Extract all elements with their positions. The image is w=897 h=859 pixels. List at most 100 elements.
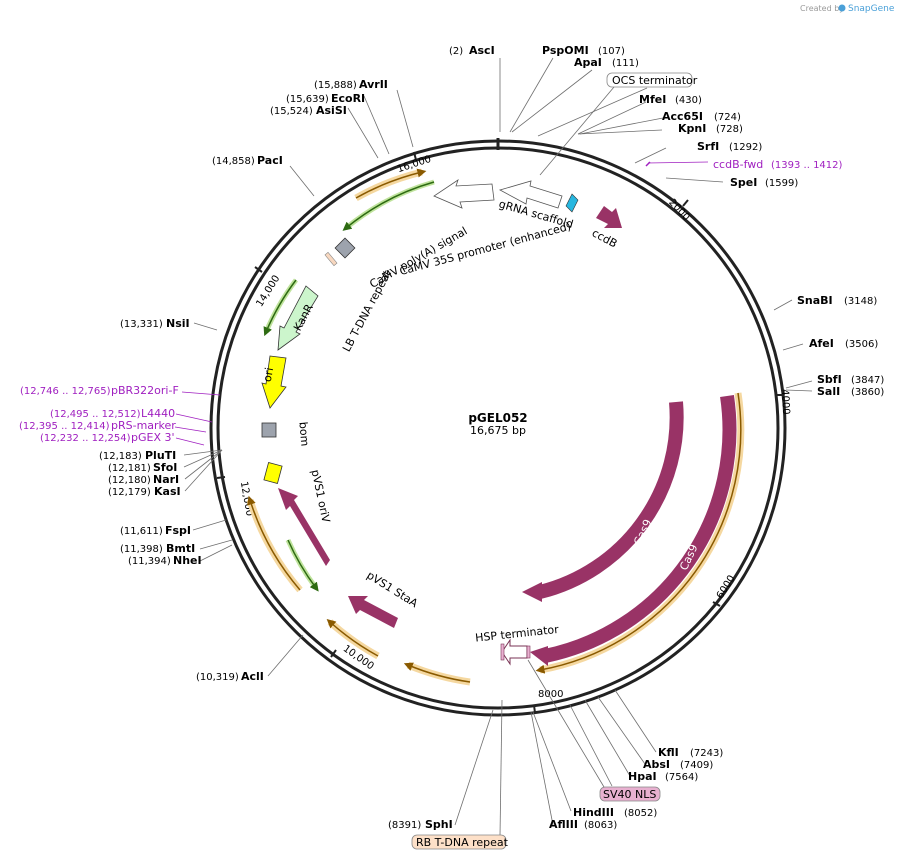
site-acc65i: Acc65I (662, 110, 703, 123)
ccdb-arrow (596, 206, 622, 228)
plasmid-size: 16,675 bp (470, 424, 526, 437)
site-pos-nhei: (11,394) (128, 556, 171, 567)
site-pos-afliii: (8063) (584, 820, 617, 831)
site-pluti: PluTI (145, 449, 176, 462)
site-snabi: SnaBI (797, 294, 833, 307)
grna-scaffold-label: gRNA scaffold (497, 197, 574, 231)
primer-pbr322: pBR322ori-F (111, 384, 179, 397)
plasmid-name: pGEL052 (468, 411, 527, 425)
primer-ccdb-fwd: ccdB-fwd (713, 158, 763, 171)
site-pos-kasi: (12,179) (108, 487, 151, 498)
site-pos-hindiii: (8052) (624, 808, 657, 819)
site-pos-fspi: (11,611) (120, 526, 163, 537)
credit-brand: SnapGene (848, 4, 895, 14)
orange-arc-1 (406, 661, 471, 686)
site-ecori: EcoRI (331, 92, 365, 105)
credit-created-by: Created by (800, 4, 844, 13)
tick-6000: 6000 (715, 574, 738, 601)
site-fspi: FspI (165, 524, 191, 537)
pvs1-oriv-shape (263, 462, 283, 484)
u6-promoter-shape (565, 193, 579, 213)
features: Cas9 Cas9 HSP terminator pVS1 StaA pVS1 … (246, 168, 745, 686)
snapgene-logo-icon (838, 4, 846, 12)
pvs1-repa-arrow (278, 488, 330, 566)
site-pos-hpai: (7564) (665, 772, 698, 783)
ccdb-label: ccdB (590, 226, 620, 250)
tick-8000: 8000 (538, 689, 563, 700)
bom-shape (261, 422, 277, 438)
site-pos-asci: (2) (449, 46, 463, 57)
site-asci: AscI (469, 44, 495, 57)
kanr-arrow (277, 285, 319, 351)
site-pos-paci: (14,858) (212, 156, 255, 167)
camv-35s-arrow (433, 179, 495, 209)
site-pos-sbfi: (3847) (851, 375, 884, 386)
site-afei: AfeI (809, 337, 834, 350)
boxed-labels: OCS terminator SV40 NLS RB T-DNA repeat (411, 72, 698, 850)
primer-pos-prs: (12,395 .. 12,414) (19, 421, 110, 432)
cas9-arrow-outer (543, 394, 737, 663)
site-pos-sphi: (8391) (388, 820, 421, 831)
site-pos-sali: (3860) (851, 387, 884, 398)
site-pos-ecori: (15,639) (286, 94, 329, 105)
site-sali: SalI (817, 385, 840, 398)
site-pos-asisi: (15,524) (270, 106, 313, 117)
site-pos-pluti: (12,183) (99, 451, 142, 462)
primer-pgex: pGEX 3' (131, 431, 175, 444)
site-srfi: SrfI (697, 140, 719, 153)
site-pos-nsii: (13,331) (120, 319, 163, 330)
site-apai: ApaI (574, 56, 602, 69)
site-pos-spei: (1599) (765, 178, 798, 189)
site-asisi: AsiSI (316, 104, 347, 117)
tick-4000: 4000 (779, 389, 791, 415)
site-pos-acli: (10,319) (196, 672, 239, 683)
pvs1-staa-arrow (348, 596, 398, 628)
lb-tdna-shape (324, 251, 338, 267)
site-nsii: NsiI (166, 317, 190, 330)
site-pos-kfli: (7243) (690, 748, 723, 759)
camv-polya-shape (334, 237, 356, 259)
site-sbfi: SbfI (817, 373, 842, 386)
site-pos-apai: (111) (612, 58, 639, 69)
primers: ccdB-fwd (1393 .. 1412) (12,746 .. 12,76… (19, 158, 843, 446)
site-pos-afei: (3506) (845, 339, 878, 350)
site-mfei: MfeI (639, 93, 666, 106)
primer-pos-pgex: (12,232 .. 12,254) (40, 433, 131, 444)
sv40-nls-label: SV40 NLS (603, 788, 656, 801)
pvs1-staa-label: pVS1 StaA (364, 569, 420, 611)
primer-prs: pRS-marker (111, 419, 176, 432)
site-absi: AbsI (643, 758, 670, 771)
site-hindiii: HindIII (573, 806, 614, 819)
site-paci: PacI (257, 154, 283, 167)
hsp-terminator-label: HSP terminator (475, 623, 560, 645)
site-pspomi: PspOMI (542, 44, 589, 57)
site-bmti: BmtI (166, 542, 195, 555)
site-pos-absi: (7409) (680, 760, 713, 771)
site-pos-bmti: (11,398) (120, 544, 163, 555)
hsp-terminator-shape (501, 638, 528, 666)
site-pos-mfei: (430) (675, 95, 702, 106)
site-leader-lines (183, 57, 813, 837)
rb-tdna-label: RB T-DNA repeat (416, 836, 509, 849)
grna-scaffold-arrow (498, 180, 563, 209)
site-pos-nari: (12,180) (108, 475, 151, 486)
cas9-arrow-inner (538, 401, 684, 599)
site-kpni: KpnI (678, 122, 706, 135)
restriction-sites: (2) AscI PspOMI (107) ApaI (111) MfeI (4… (99, 44, 884, 831)
site-nari: NarI (153, 473, 179, 486)
primer-l4440: L4440 (141, 407, 175, 420)
site-pos-srfi: (1292) (729, 142, 762, 153)
site-afliii: AflIII (549, 818, 578, 831)
ocs-terminator-label: OCS terminator (612, 74, 698, 87)
site-pos-avrii: (15,888) (314, 80, 357, 91)
site-hpai: HpaI (628, 770, 657, 783)
site-pos-kpni: (728) (716, 124, 743, 135)
site-kasi: KasI (154, 485, 181, 498)
ori-label: ori (261, 367, 276, 383)
site-sphi: SphI (425, 818, 453, 831)
ori-arrow (261, 355, 287, 409)
site-kfli: KflI (658, 746, 679, 759)
primer-pos-l4440: (12,495 .. 12,512) (50, 409, 141, 420)
site-pos-acc65i: (724) (714, 112, 741, 123)
